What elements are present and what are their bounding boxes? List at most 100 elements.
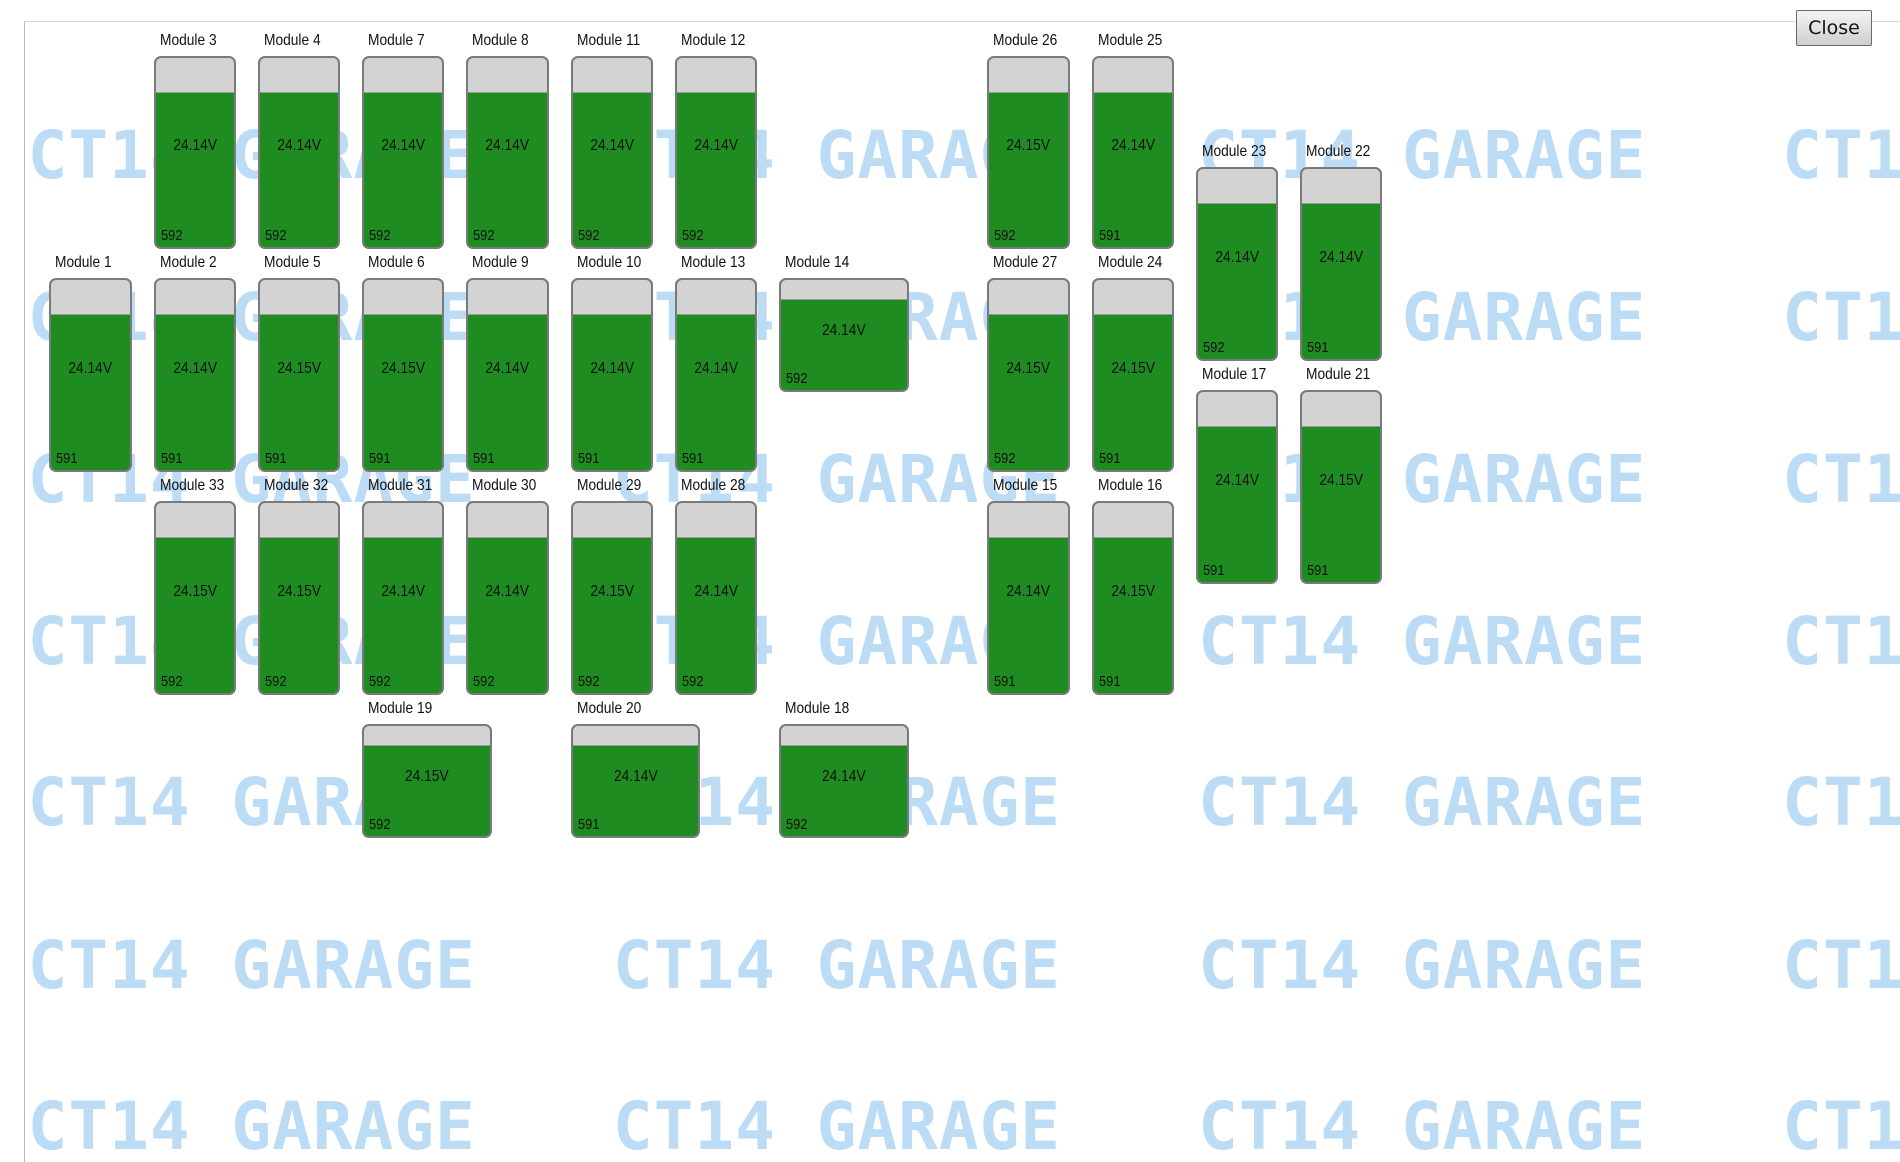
module-cap — [572, 57, 651, 93]
module-label: Module 5 — [263, 254, 321, 272]
module-voltage: 24.15V — [405, 767, 449, 785]
module-voltage: 24.15V — [277, 583, 321, 601]
module-label: Module 3 — [159, 31, 217, 49]
module-label: Module 18 — [784, 700, 850, 718]
module-cap — [989, 503, 1068, 539]
module-voltage: 24.15V — [1110, 360, 1155, 378]
module-cap — [572, 280, 651, 316]
module-voltage: 24.14V — [485, 137, 530, 155]
module-cap — [259, 57, 339, 93]
module-voltage: 24.15V — [173, 583, 217, 601]
module-cap — [364, 726, 490, 747]
module-voltage: 24.14V — [694, 360, 738, 378]
module-label: Module 33 — [159, 477, 224, 495]
module-voltage: 24.14V — [1215, 471, 1259, 489]
module-cap — [155, 503, 235, 539]
module-label: Module 13 — [680, 254, 745, 272]
module-label: Module 10 — [576, 254, 641, 272]
module-voltage: 24.14V — [589, 137, 634, 155]
module-cell: 24.14V 591 — [466, 278, 549, 473]
module-count: 592 — [369, 673, 391, 691]
module-count: 592 — [994, 227, 1016, 245]
module-cap — [468, 280, 547, 316]
close-button[interactable]: Close — [1796, 10, 1872, 46]
module-count: 592 — [473, 227, 495, 245]
module-cap — [676, 503, 756, 539]
module-voltage: 24.14V — [613, 767, 658, 785]
module-cap — [155, 57, 235, 93]
module-label: Module 32 — [263, 477, 329, 495]
module-label: Module 22 — [1305, 143, 1371, 160]
module-label: Module 30 — [472, 477, 537, 495]
module-voltage: 24.14V — [485, 360, 530, 378]
module-voltage: 24.14V — [694, 583, 738, 601]
module-count: 591 — [681, 450, 704, 468]
module-count: 592 — [1202, 338, 1225, 356]
module-cap — [1197, 169, 1277, 204]
module-count: 591 — [160, 450, 183, 468]
module-cap — [1301, 169, 1381, 204]
module-count: 591 — [1306, 561, 1329, 579]
module-label: Module 25 — [1097, 31, 1162, 49]
module-count: 591 — [473, 450, 495, 468]
module-label: Module 20 — [576, 700, 641, 718]
module-voltage: 24.15V — [381, 360, 426, 378]
module-count: 592 — [160, 673, 183, 691]
module-count: 591 — [577, 450, 600, 468]
battery-module[interactable]: Module 13 24.14V 591 — [674, 254, 758, 473]
module-count: 591 — [994, 673, 1016, 691]
module-label: Module 31 — [368, 477, 433, 495]
battery-module[interactable]: Module 33 24.15V 592 — [153, 477, 237, 696]
module-label: Module 19 — [368, 700, 433, 718]
module-cap — [51, 280, 130, 316]
module-count: 592 — [577, 673, 600, 691]
module-label: Module 24 — [1097, 254, 1162, 272]
module-cap — [468, 503, 547, 539]
module-count: 591 — [1306, 338, 1329, 356]
module-cap — [572, 503, 651, 539]
module-voltage: 24.14V — [381, 137, 426, 155]
module-label: Module 1 — [55, 254, 113, 272]
module-voltage: 24.14V — [1110, 137, 1155, 155]
